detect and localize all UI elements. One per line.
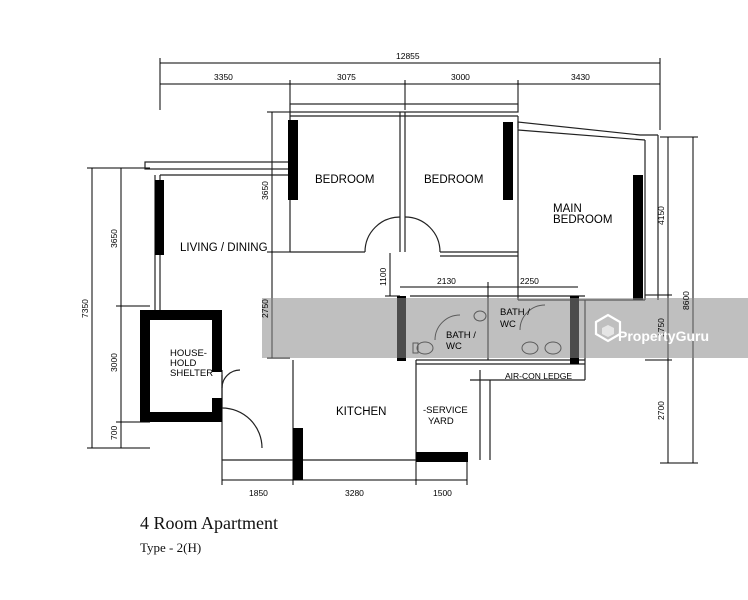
plan-title: 4 Room Apartment [140, 513, 278, 533]
room-labels: BEDROOM BEDROOM MAIN BEDROOM LIVING / DI… [170, 174, 612, 427]
dim-right-3: 2700 [656, 401, 666, 420]
dim-bath-width-1: 2130 [437, 276, 456, 286]
watermark-band [262, 298, 748, 358]
label-bath-2a: BATH / [500, 307, 530, 318]
label-service-yard-1: -SERVICE [423, 405, 468, 416]
dim-inner-left-height: 2750 [260, 299, 270, 318]
dim-inner-bedroom-height: 3650 [260, 181, 270, 200]
dim-right-1: 4150 [656, 206, 666, 225]
label-main-bedroom-1: MAIN [553, 203, 582, 215]
label-bedroom-2: BEDROOM [424, 174, 483, 186]
dim-top-2: 3075 [337, 72, 356, 82]
label-living-dining: LIVING / DINING [180, 242, 268, 254]
dim-bottom-1: 1850 [249, 488, 268, 498]
dim-left-2: 3000 [109, 353, 119, 372]
dim-top-3: 3000 [451, 72, 470, 82]
label-bedroom-1: BEDROOM [315, 174, 374, 186]
dim-bath-width-2: 2250 [520, 276, 539, 286]
dim-right-2: 1750 [656, 318, 666, 337]
dim-left-total: 7350 [80, 299, 90, 318]
dim-inner-small: 1100 [378, 267, 388, 286]
label-shelter-2: HOLD [170, 358, 197, 369]
label-bath-2b: WC [500, 319, 516, 330]
plan-subtitle: Type - 2(H) [140, 540, 202, 555]
dim-bottom-2: 3280 [345, 488, 364, 498]
dim-top-1: 3350 [214, 72, 233, 82]
dim-bottom-3: 1500 [433, 488, 452, 498]
label-main-bedroom-2: BEDROOM [553, 214, 612, 226]
label-shelter-3: SHELTER [170, 368, 213, 379]
dimension-labels: 12855 3350 3075 3000 3430 7350 3650 3000… [80, 51, 691, 498]
dim-right-total: 8600 [681, 291, 691, 310]
dim-left-3: 700 [109, 426, 119, 440]
watermark-text: PropertyGuru [618, 328, 710, 344]
label-bath-1a: BATH / [446, 330, 476, 341]
dim-overall-width: 12855 [396, 51, 420, 61]
label-aircon-ledge: AIR-CON LEDGE [505, 371, 572, 381]
label-shelter-1: HOUSE- [170, 348, 207, 359]
dim-left-1: 3650 [109, 229, 119, 248]
label-service-yard-2: YARD [428, 416, 454, 427]
dim-top-4: 3430 [571, 72, 590, 82]
label-kitchen: KITCHEN [336, 406, 386, 418]
label-bath-1b: WC [446, 341, 462, 352]
watermark-logo-icon [594, 313, 622, 343]
